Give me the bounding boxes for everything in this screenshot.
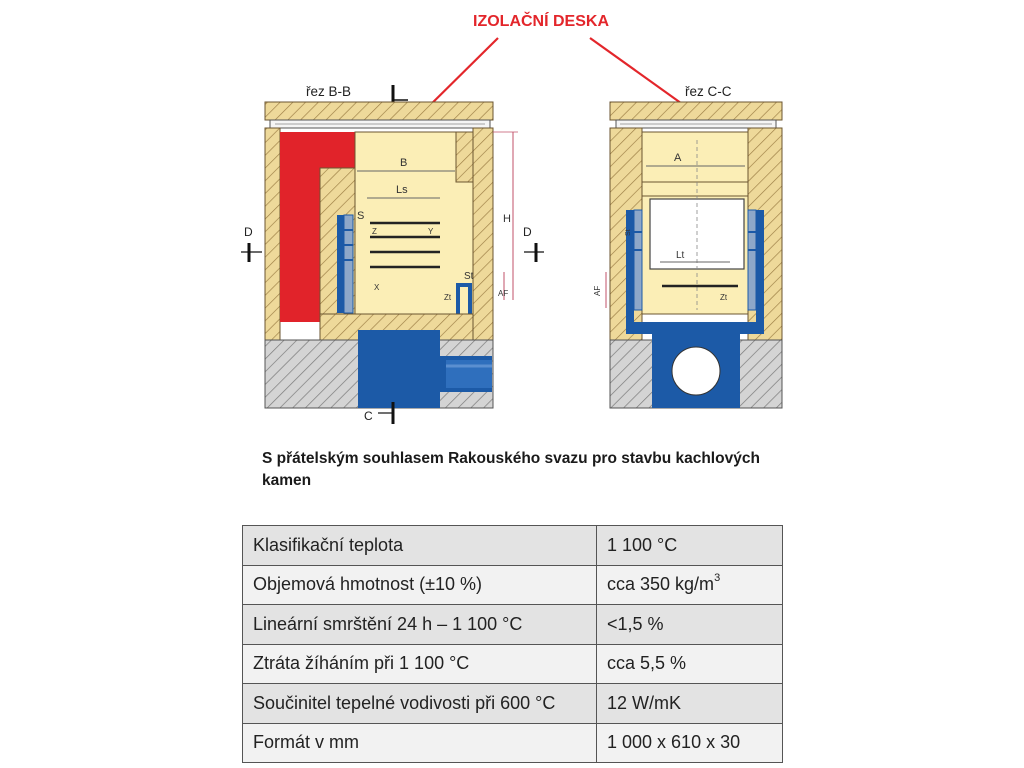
svg-text:H: H — [503, 213, 511, 225]
property-value: cca 350 kg/m3 — [596, 564, 783, 605]
red-firebox — [280, 132, 355, 322]
property-value: <1,5 % — [596, 604, 783, 645]
property-name: Klasifikační teplota — [242, 525, 597, 566]
svg-text:Lt: Lt — [676, 250, 685, 261]
section-c-c: řez C-C A Lt Zt St A — [593, 84, 783, 409]
table-row: Objemová hmotnost (±10 %)cca 350 kg/m3 — [242, 564, 783, 605]
svg-text:D: D — [523, 225, 532, 239]
svg-text:A: A — [674, 152, 682, 164]
svg-text:Y: Y — [428, 227, 434, 236]
callout-label: IZOLAČNÍ DESKA — [473, 11, 609, 30]
svg-text:Zt: Zt — [444, 293, 452, 302]
svg-text:Ls: Ls — [396, 184, 408, 196]
property-value: 12 W/mK — [596, 683, 783, 724]
svg-text:B: B — [400, 157, 407, 169]
svg-text:Z: Z — [372, 227, 377, 236]
value-superscript: 3 — [714, 572, 721, 585]
svg-text:St: St — [625, 229, 632, 236]
flue-opening — [671, 346, 721, 396]
section-b-b: řez B-B — [241, 84, 544, 424]
svg-text:Zt: Zt — [720, 293, 728, 302]
table-row: Lineární smrštění 24 h – 1 100 °C<1,5 % — [242, 604, 783, 645]
property-name: Součinitel tepelné vodivosti při 600 °C — [242, 683, 597, 724]
furnace-section-diagram: IZOLAČNÍ DESKA řez B-B — [241, 11, 783, 424]
flue-channel-left — [358, 330, 440, 408]
property-name: Lineární smrštění 24 h – 1 100 °C — [242, 604, 597, 645]
svg-text:AF: AF — [593, 286, 602, 296]
svg-text:S: S — [357, 210, 364, 222]
section-b-b-label: řez B-B — [306, 84, 351, 99]
svg-text:C: C — [364, 409, 373, 423]
property-value: 1 000 x 610 x 30 — [596, 722, 783, 763]
svg-text:AF: AF — [498, 289, 508, 298]
property-name: Objemová hmotnost (±10 %) — [242, 564, 597, 605]
svg-text:D: D — [244, 225, 253, 239]
svg-text:St: St — [464, 271, 474, 282]
property-name: Ztráta žíháním při 1 100 °C — [242, 643, 597, 684]
svg-text:X: X — [374, 283, 380, 292]
section-c-c-label: řez C-C — [685, 84, 732, 99]
property-name: Formát v mm — [242, 722, 597, 763]
property-value: 1 100 °C — [596, 525, 783, 566]
caption-credit: S přátelským souhlasem Rakouského svazu … — [262, 450, 760, 489]
property-value: cca 5,5 % — [596, 643, 783, 684]
